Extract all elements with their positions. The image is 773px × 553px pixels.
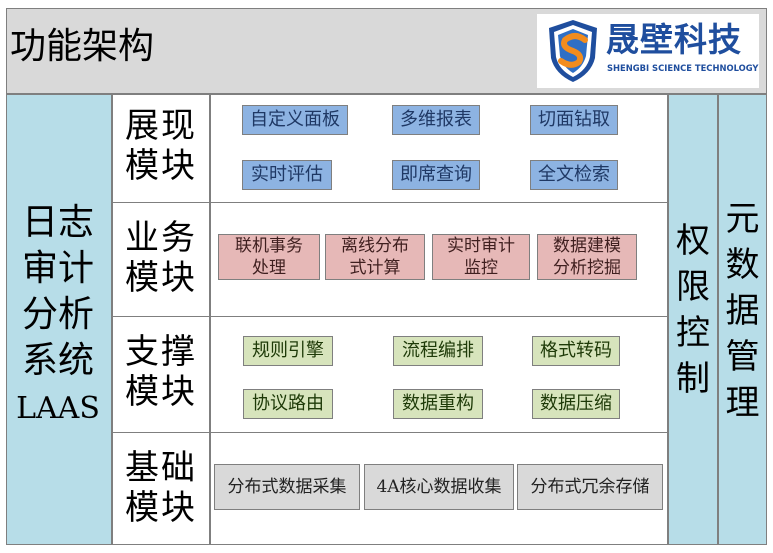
- box-fulltext-search: 全文检索: [530, 160, 618, 190]
- module-label-line: 基础: [125, 448, 197, 488]
- box-distributed-collect: 分布式数据采集: [214, 464, 360, 510]
- box-realtime-audit: 实时审计 监控: [432, 234, 530, 280]
- box-workflow: 流程编排: [393, 336, 483, 366]
- box-line: 式计算: [349, 258, 401, 278]
- access-control-char: 控: [676, 313, 710, 353]
- box-custom-panel: 自定义面板: [242, 105, 348, 135]
- box-redundant-storage: 分布式冗余存储: [517, 464, 663, 510]
- system-panel: [6, 94, 112, 545]
- box-data-compress: 数据压缩: [532, 389, 620, 419]
- box-data-restructure: 数据重构: [393, 389, 483, 419]
- box-rule-engine: 规则引擎: [243, 336, 333, 366]
- module-label-line: 业务: [125, 218, 197, 258]
- box-line: 联机事务: [235, 236, 303, 256]
- metadata-char: 管: [725, 337, 760, 377]
- logo-name-en: SHENGBI SCIENCE TECHNOLOGY: [607, 63, 759, 73]
- module-label-line: 支撑: [125, 332, 197, 372]
- box-oltp: 联机事务 处理: [218, 234, 320, 280]
- box-data-mining: 数据建模 分析挖掘: [537, 234, 637, 280]
- metadata-char: 元: [725, 199, 760, 239]
- row-divider: [112, 432, 668, 433]
- system-name-line: 系统: [21, 340, 94, 381]
- box-format-transcode: 格式转码: [532, 336, 620, 366]
- module-label-line: 模块: [125, 372, 197, 412]
- system-name-line: 日志: [21, 202, 94, 243]
- box-4a-collect: 4A核心数据收集: [364, 464, 514, 510]
- access-control-label: 权 限 控 制: [668, 218, 718, 402]
- metadata-char: 据: [725, 291, 760, 331]
- box-realtime-eval: 实时评估: [242, 160, 332, 190]
- access-control-char: 权: [676, 221, 710, 261]
- access-control-char: 限: [676, 267, 710, 307]
- module-label-line: 模块: [125, 488, 197, 528]
- module-label-column: [112, 94, 210, 545]
- row-divider: [112, 316, 668, 317]
- box-line: 监控: [464, 258, 498, 278]
- access-control-panel: [668, 94, 718, 545]
- metadata-char: 数: [725, 245, 760, 285]
- page-title: 功能架构: [10, 26, 155, 67]
- box-multidim-report: 多维报表: [392, 105, 480, 135]
- system-name: 日志 审计 分析 系统: [8, 200, 108, 384]
- box-slice-drill: 切面钻取: [530, 105, 618, 135]
- box-adhoc-query: 即席查询: [392, 160, 480, 190]
- box-line: 离线分布: [341, 236, 409, 256]
- system-name-line: 审计: [21, 248, 94, 289]
- metadata-char: 理: [725, 383, 760, 423]
- box-line: 数据建模: [553, 236, 621, 256]
- box-offline-distributed: 离线分布 式计算: [325, 234, 425, 280]
- module-label-display: 展现 模块: [112, 106, 210, 186]
- box-protocol-routing: 协议路由: [243, 389, 333, 419]
- box-line: 实时审计: [447, 236, 515, 256]
- module-label-line: 模块: [125, 258, 197, 298]
- logo-name-cn: 晟壁科技: [606, 20, 742, 59]
- access-control-char: 制: [676, 359, 710, 399]
- module-label-base: 基础 模块: [112, 448, 210, 528]
- box-line: 分析挖掘: [553, 258, 621, 278]
- metadata-label: 元 数 据 管 理: [718, 196, 767, 426]
- module-label-line: 模块: [125, 146, 197, 186]
- metadata-panel: [718, 94, 767, 545]
- module-label-support: 支撑 模块: [112, 332, 210, 412]
- system-abbrev: LAAS: [16, 391, 100, 426]
- shield-s-logo-icon: [549, 20, 597, 82]
- row-divider: [112, 202, 668, 203]
- box-line: 处理: [252, 258, 286, 278]
- module-label-business: 业务 模块: [112, 218, 210, 298]
- module-label-line: 展现: [125, 106, 197, 146]
- system-name-line: 分析: [21, 294, 94, 335]
